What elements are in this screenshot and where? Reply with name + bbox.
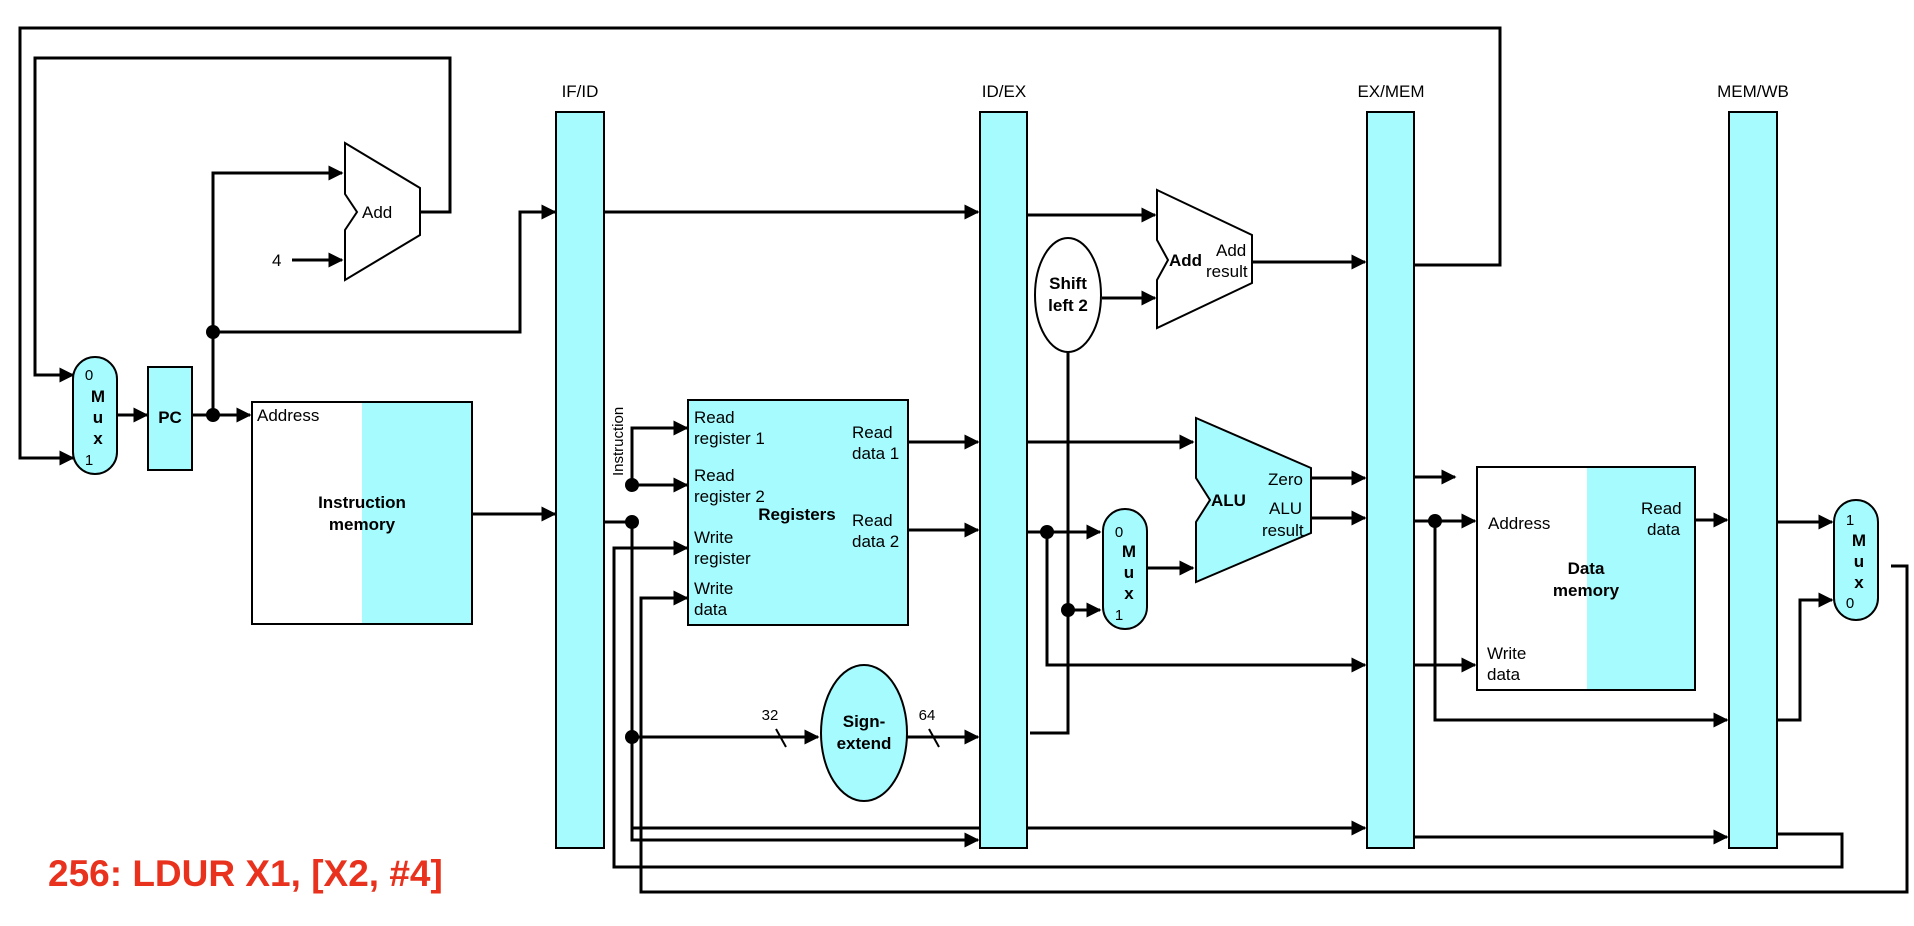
mux-letter: x	[1124, 584, 1134, 603]
sign-extend-label: extend	[837, 734, 892, 753]
read-data-1-port: data 1	[852, 444, 899, 463]
data-memory-write-data-port: Write	[1487, 644, 1526, 663]
instruction-memory: Address Instruction memory	[251, 401, 473, 625]
sign-extend: Sign- extend	[820, 664, 908, 802]
pc-register: PC	[147, 366, 193, 471]
read-data-2-port: Read	[852, 511, 893, 530]
read-register-1-port: Read	[694, 408, 735, 427]
mux-letter: u	[1124, 563, 1134, 582]
read-register-2-port: register 2	[694, 487, 765, 506]
data-memory-label: memory	[1553, 581, 1620, 600]
write-register-port: Write	[694, 528, 733, 547]
shift-left-label: Shift	[1049, 274, 1087, 293]
data-memory-label: Data	[1568, 559, 1605, 578]
pipeline-register-id-ex: ID/EX	[979, 82, 1028, 849]
mux-input-label: 0	[85, 367, 93, 384]
pipeline-register-label: ID/EX	[982, 82, 1026, 101]
branch-adder-output: Add	[1216, 241, 1246, 260]
data-memory-read-data-port: Read	[1641, 499, 1682, 518]
read-data-2-port: data 2	[852, 532, 899, 551]
write-data-port: data	[694, 600, 728, 619]
branch-adder-output: result	[1206, 262, 1248, 281]
data-memory: Address Read data Data memory Write data	[1476, 466, 1696, 691]
pc-adder-label: Add	[362, 203, 392, 222]
write-data-port: Write	[694, 579, 733, 598]
bus-width-in: 32	[762, 707, 779, 724]
data-memory-address-port: Address	[1488, 514, 1550, 533]
branch-adder: Add Add result	[1156, 188, 1253, 330]
writeback-mux: 1 M u x 0	[1833, 499, 1879, 621]
alu-mux: 0 M u x 1	[1102, 508, 1148, 630]
mux-letter: M	[1852, 531, 1866, 550]
pc-mux: 0 M u x 1	[72, 356, 118, 475]
pipeline-register-label: EX/MEM	[1357, 82, 1424, 101]
sign-extend-label: Sign-	[843, 712, 886, 731]
data-memory-read-data-port: data	[1647, 520, 1681, 539]
mux-input-label: 1	[85, 452, 93, 469]
branch-adder-label: Add	[1169, 251, 1202, 270]
shift-left-2: Shift left 2	[1034, 237, 1102, 353]
mux-letter: u	[1854, 552, 1864, 571]
mux-letter: M	[1122, 542, 1136, 561]
alu-label: ALU	[1211, 491, 1246, 510]
registers-label: Registers	[758, 505, 835, 524]
register-file: Read register 1 Read register 2 Write re…	[687, 399, 909, 626]
mux-letter: u	[93, 408, 103, 427]
mux-letter: x	[93, 429, 103, 448]
data-memory-write-data-port: data	[1487, 665, 1521, 684]
alu-result-output: ALU	[1269, 499, 1302, 518]
pc-label: PC	[158, 408, 182, 427]
read-register-2-port: Read	[694, 466, 735, 485]
mux-input-label: 0	[1846, 595, 1854, 612]
mux-letter: x	[1854, 573, 1864, 592]
alu-result-output: result	[1262, 521, 1304, 540]
pipeline-register-ex-mem: EX/MEM	[1357, 82, 1425, 849]
alu: ALU Zero ALU result	[1195, 416, 1312, 584]
bus-width-out: 64	[919, 707, 936, 724]
mux-letter: M	[91, 387, 105, 406]
instruction-caption: 256: LDUR X1, [X2, #4]	[48, 853, 443, 894]
pipeline-register-if-id: IF/ID	[555, 82, 605, 849]
alu-zero-output: Zero	[1268, 470, 1303, 489]
pipeline-register-label: IF/ID	[562, 82, 599, 101]
instruction-memory-label: Instruction	[318, 493, 406, 512]
instruction-label: Instruction	[610, 407, 627, 476]
shift-left-label: left 2	[1048, 296, 1088, 315]
instruction-memory-label: memory	[329, 515, 396, 534]
pipeline-register-mem-wb: MEM/WB	[1717, 82, 1789, 849]
read-register-1-port: register 1	[694, 429, 765, 448]
mux-input-label: 1	[1846, 512, 1854, 529]
write-register-port: register	[694, 549, 751, 568]
read-data-1-port: Read	[852, 423, 893, 442]
mux-input-label: 1	[1115, 607, 1123, 624]
instruction-memory-port: Address	[257, 406, 319, 425]
pc-adder: Add	[344, 141, 421, 282]
pipeline-register-label: MEM/WB	[1717, 82, 1789, 101]
mux-input-label: 0	[1115, 524, 1123, 541]
constant-four: 4	[272, 251, 281, 270]
